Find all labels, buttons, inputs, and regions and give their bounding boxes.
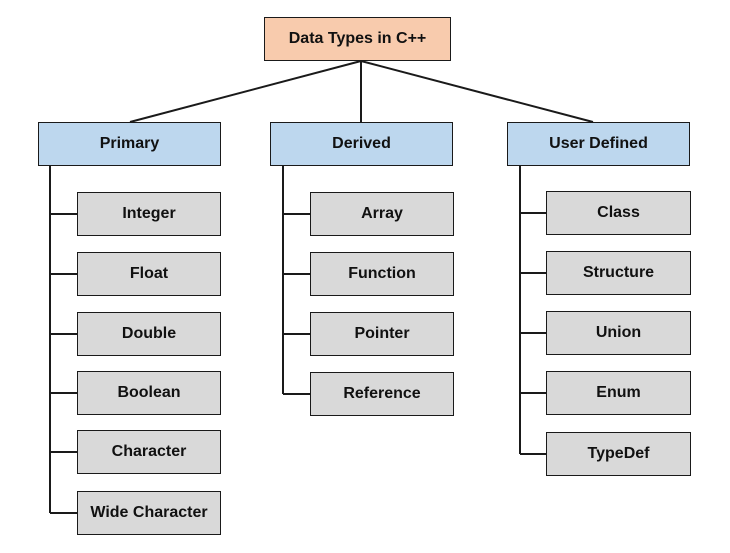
item-label: Character xyxy=(111,443,187,460)
root-node: Data Types in C++ xyxy=(264,17,451,61)
item-integer: Integer xyxy=(77,192,221,236)
item-typedef: TypeDef xyxy=(546,432,691,476)
item-function: Function xyxy=(310,252,454,296)
category-user-defined: User Defined xyxy=(507,122,690,166)
edge-root-primary xyxy=(129,60,362,123)
item-wide-character: Wide Character xyxy=(77,491,221,535)
item-pointer: Pointer xyxy=(310,312,454,356)
item-label: Float xyxy=(129,265,169,282)
item-label: Function xyxy=(348,265,416,282)
edge-root-user-defined xyxy=(360,60,594,123)
root-label: Data Types in C++ xyxy=(288,30,427,47)
item-class: Class xyxy=(546,191,691,235)
item-label: Double xyxy=(121,325,177,342)
item-float: Float xyxy=(77,252,221,296)
item-label: Array xyxy=(361,205,403,222)
item-label: Class xyxy=(597,204,640,221)
item-label: Union xyxy=(595,324,642,341)
item-label: Structure xyxy=(582,264,655,281)
item-double: Double xyxy=(77,312,221,356)
item-label: Boolean xyxy=(117,384,181,401)
item-label: Wide Character xyxy=(90,504,208,521)
item-enum: Enum xyxy=(546,371,691,415)
item-union: Union xyxy=(546,311,691,355)
item-boolean: Boolean xyxy=(77,371,221,415)
item-structure: Structure xyxy=(546,251,691,295)
item-label: Reference xyxy=(343,385,421,402)
category-primary: Primary xyxy=(38,122,221,166)
category-label: Derived xyxy=(332,135,391,152)
item-array: Array xyxy=(310,192,454,236)
item-label: Integer xyxy=(122,205,176,222)
category-label: Primary xyxy=(99,135,160,152)
item-label: Pointer xyxy=(354,325,410,342)
item-character: Character xyxy=(77,430,221,474)
item-label: TypeDef xyxy=(587,445,650,462)
item-reference: Reference xyxy=(310,372,454,416)
item-label: Enum xyxy=(596,384,641,401)
category-label: User Defined xyxy=(549,135,648,152)
category-derived: Derived xyxy=(270,122,453,166)
